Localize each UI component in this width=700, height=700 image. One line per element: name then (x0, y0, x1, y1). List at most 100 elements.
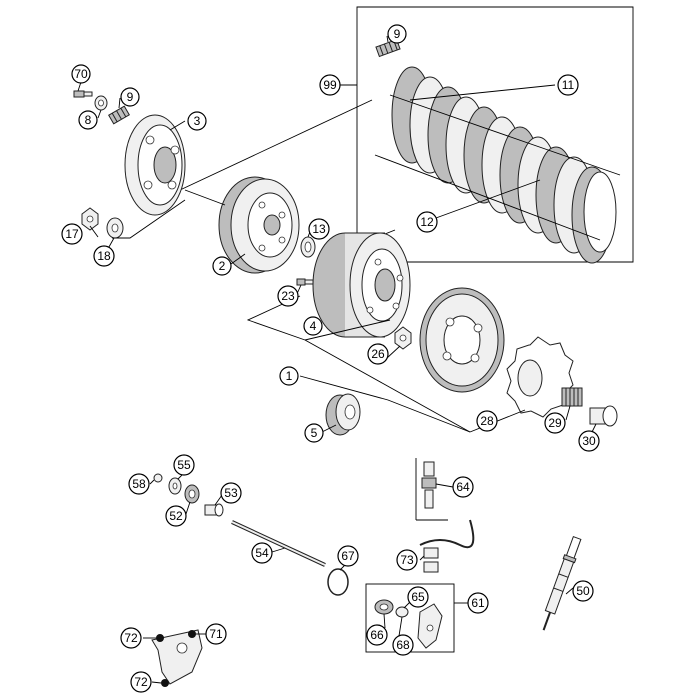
svg-text:72: 72 (134, 675, 148, 689)
callout-72-upper: 72 (120, 627, 142, 649)
seal-ring (395, 606, 409, 618)
callout-29: 29 (544, 412, 566, 434)
svg-text:9: 9 (127, 90, 134, 104)
plates-guide-lines (374, 84, 621, 241)
svg-text:4: 4 (310, 319, 317, 333)
callout-5: 5 (304, 423, 324, 443)
svg-text:65: 65 (411, 590, 425, 604)
callout-61: 61 (467, 592, 489, 614)
svg-text:68: 68 (396, 638, 410, 652)
svg-text:2: 2 (219, 259, 226, 273)
callout-72-lower: 72 (130, 671, 152, 693)
callout-64: 64 (452, 476, 474, 498)
svg-text:12: 12 (420, 215, 434, 229)
callout-17: 17 (61, 223, 83, 245)
nut-part (81, 207, 99, 231)
callout-3: 3 (187, 111, 207, 131)
kit-spring (375, 38, 401, 58)
svg-text:58: 58 (132, 477, 146, 491)
thrust-washer (300, 236, 316, 258)
inner-clutch-hub (218, 176, 300, 274)
svg-text:23: 23 (281, 289, 295, 303)
callout-23: 23 (277, 285, 299, 307)
svg-text:70: 70 (74, 67, 88, 81)
svg-text:55: 55 (177, 458, 191, 472)
lock-washer-part (106, 217, 124, 239)
slave-piston (374, 599, 394, 615)
small-ring-part (153, 473, 163, 483)
svg-text:13: 13 (312, 222, 326, 236)
svg-text:66: 66 (370, 628, 384, 642)
callout-1: 1 (279, 366, 299, 386)
callout-2: 2 (212, 256, 232, 276)
svg-text:64: 64 (456, 480, 470, 494)
callout-67: 67 (337, 545, 359, 567)
callout-58: 58 (128, 473, 150, 495)
bushing-part (394, 326, 412, 350)
callout-13: 13 (308, 218, 330, 240)
callout-18: 18 (93, 245, 115, 267)
svg-text:18: 18 (97, 249, 111, 263)
callout-4: 4 (303, 316, 323, 336)
small-drive-gear (325, 393, 361, 436)
callout-30: 30 (578, 430, 600, 452)
kit-leader-upper (179, 99, 373, 191)
primary-driven-gear (419, 287, 505, 393)
svg-text:54: 54 (255, 546, 269, 560)
svg-text:1: 1 (286, 369, 293, 383)
screw-part (73, 90, 93, 98)
pressure-plate (124, 114, 186, 216)
clutch-basket (312, 232, 411, 338)
bearing-52-part (184, 484, 200, 504)
hose-fitting (416, 519, 475, 573)
svg-text:26: 26 (371, 347, 385, 361)
svg-text:72: 72 (124, 631, 138, 645)
callout-68: 68 (392, 634, 414, 656)
callout-65: 65 (407, 586, 429, 608)
callout-12: 12 (416, 211, 438, 233)
bleed-valve (415, 458, 437, 520)
spacer-bushing (589, 405, 618, 427)
svg-text:71: 71 (209, 627, 223, 641)
svg-text:9: 9 (394, 27, 401, 41)
callout-55: 55 (173, 454, 195, 476)
svg-text:28: 28 (480, 414, 494, 428)
svg-text:67: 67 (341, 549, 355, 563)
clutch-plates-stack (391, 66, 617, 264)
nut-washer-leader (112, 199, 186, 239)
callout-71: 71 (205, 623, 227, 645)
slave-cylinder-body (417, 603, 443, 649)
callout-53: 53 (220, 482, 242, 504)
svg-text:29: 29 (548, 416, 562, 430)
washer-55-part (168, 477, 182, 495)
svg-text:52: 52 (169, 509, 183, 523)
bleeding-syringe (542, 536, 582, 631)
callout-66: 66 (366, 624, 388, 646)
clutch-lever-bracket (151, 629, 203, 687)
callout-9-spring: 9 (120, 87, 140, 107)
svg-text:17: 17 (65, 227, 79, 241)
svg-text:61: 61 (471, 596, 485, 610)
svg-text:8: 8 (85, 113, 92, 127)
basket-screw (296, 278, 314, 286)
callout-50: 50 (572, 580, 594, 602)
pressure-piece-53 (204, 503, 224, 517)
callout-11: 11 (557, 74, 579, 96)
svg-text:11: 11 (562, 78, 575, 92)
callout-70: 70 (71, 64, 91, 84)
damper-plate (506, 336, 574, 418)
washer-part (94, 95, 108, 111)
callout-73: 73 (396, 549, 418, 571)
push-rod (231, 520, 326, 567)
needle-bearing (561, 387, 583, 407)
callout-54: 54 (251, 542, 273, 564)
callout-99: 99 (319, 74, 341, 96)
callout-8: 8 (78, 110, 98, 130)
hub-axis (184, 189, 226, 206)
spring-part (108, 105, 130, 125)
callout-9-kit: 9 (387, 24, 407, 44)
svg-text:5: 5 (311, 426, 318, 440)
svg-text:73: 73 (400, 553, 414, 567)
callout-28: 28 (476, 410, 498, 432)
